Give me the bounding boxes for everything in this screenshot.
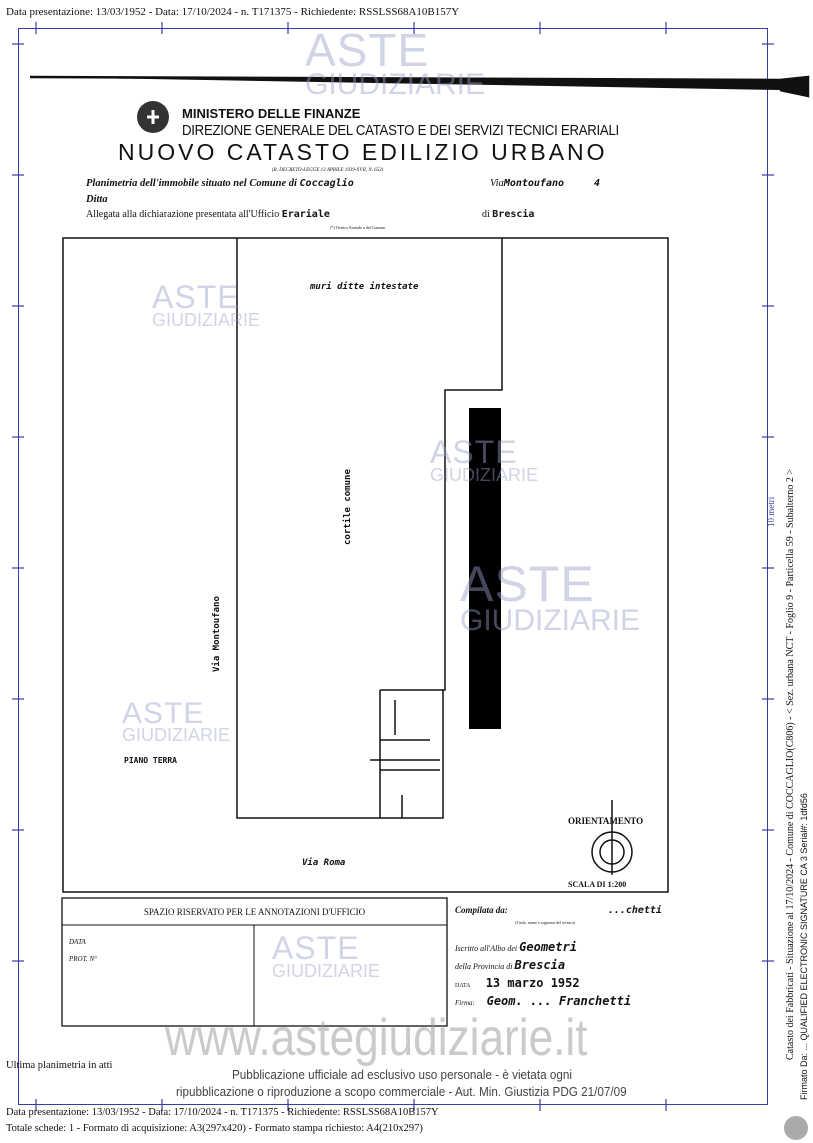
compilata-line: Compilata da:...chetti	[455, 905, 662, 916]
side-catasto: Catasto dei Fabbricati - Situazione al 1…	[785, 469, 796, 1060]
floor-label: PIANO TERRA	[124, 756, 177, 765]
annotations-data: DATA	[69, 938, 86, 946]
building-outline	[236, 238, 503, 819]
planimetria-line: Planimetria dell'immobile situato nel Co…	[86, 178, 354, 189]
page-frame	[18, 28, 768, 1105]
west-street-label: Via Montoufano	[212, 596, 222, 672]
rooms	[370, 689, 443, 818]
firma-line: Firma: Geom. ... Franchetti	[455, 994, 632, 1008]
annotations-prot: PROT. N°	[69, 955, 97, 963]
data-line: DATA 13 marzo 1952	[455, 976, 580, 990]
allegata-line: Allegata alla dichiarazione presentata a…	[86, 209, 330, 220]
citta-line: di Brescia	[482, 209, 535, 220]
annotations-title: SPAZIO RISERVATO PER LE ANNOTAZIONI D'UF…	[143, 907, 366, 917]
footer-notice2: ripubblicazione o riproduzione a scopo c…	[176, 1084, 627, 1099]
ministry: MINISTERO DELLE FINANZE	[182, 106, 361, 121]
north-label: muri ditte intestate	[310, 282, 419, 292]
top-rule	[29, 75, 810, 98]
frame-ticks	[12, 22, 774, 1111]
ditta-label: Ditta	[86, 194, 108, 205]
scale-bar-label: 10 metri	[766, 496, 776, 527]
orientation-label: ORIENTAMENTO	[568, 816, 644, 826]
decree: (R. DECRETO-LEGGE 13 APRILE 1939-XVII, N…	[272, 168, 384, 173]
ufficio-note: (*) Tecnico Erariale o del Comune	[330, 225, 386, 230]
footer-ultima: Ultima planimetria in atti	[6, 1060, 113, 1071]
doc-title: NUOVO CATASTO EDILIZIO URBANO	[118, 139, 608, 165]
provincia-line: della Provincia di Brescia	[455, 958, 566, 972]
watermark-site: www.astegiudiziarie.it	[165, 1009, 588, 1067]
plan-border	[62, 237, 669, 893]
direction: DIREZIONE GENERALE DEL CATASTO E DEI SER…	[182, 122, 619, 139]
signature-seal-icon	[784, 1116, 808, 1140]
scale-label: SCALA DI 1:200	[568, 880, 627, 889]
south-street-label: Via Roma	[302, 858, 346, 868]
side-firmato: Firmato Da: ... QUALIFIED ELECTRONIC SIG…	[799, 793, 809, 1100]
albo-line: Iscritto all'Albo dei Geometri	[455, 940, 577, 954]
compilata-note: (Titolo, nome e cognome del tecnico)	[515, 920, 576, 925]
footer-line2: Totale schede: 1 - Formato di acquisizio…	[6, 1123, 423, 1134]
header-line: Data presentazione: 13/03/1952 - Data: 1…	[6, 6, 460, 18]
footer-line1: Data presentazione: 13/03/1952 - Data: 1…	[6, 1107, 439, 1118]
footer-notice1: Pubblicazione ufficiale ad esclusivo uso…	[232, 1067, 572, 1082]
redaction	[469, 408, 501, 729]
courtyard-label: cortile comune	[343, 469, 353, 545]
